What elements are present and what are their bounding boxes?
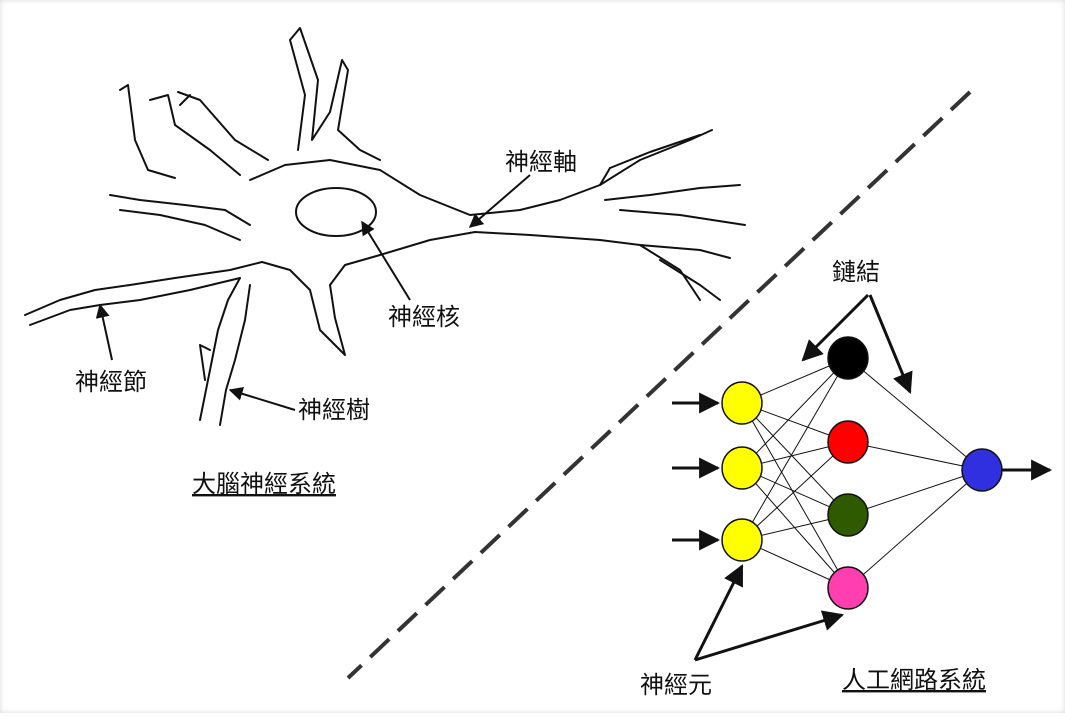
input-node-2 [722,447,762,489]
nucleus-arrow [362,222,410,300]
dendrite-arrow [230,390,295,410]
dendrite-lower [200,278,250,425]
dendrite-upper-left [120,85,268,178]
hidden-node-2 [828,421,868,463]
output-node [962,449,1002,491]
nucleus [296,188,376,236]
nucleus-label: 神經核 [388,303,460,331]
input-node-1 [722,382,762,424]
network-connections [742,358,982,588]
neuron-element-arrows [695,566,842,660]
hidden-node-3 [828,494,868,536]
network-system-title: 人工網路系統 [842,666,986,694]
neuron-arrows [100,175,530,410]
cell-body [250,160,700,355]
axon-arrow [470,175,530,227]
hidden-node-1 [828,337,868,379]
neurons-label: 神經元 [640,671,712,699]
dendrite-label: 神經樹 [298,396,370,424]
axon-label: 神經軸 [505,148,577,176]
dashed-divider [348,92,970,678]
dendrite-top [290,28,380,160]
links-label: 鏈結 [832,258,880,286]
axon-terminals [600,130,745,300]
brain-system-title: 大腦神經系統 [192,470,336,498]
input-node-3 [722,519,762,561]
node-label: 神經節 [75,368,147,396]
network-nodes [722,337,1002,609]
dendrite-lower-left [25,262,262,325]
node-arrow [100,305,112,360]
dendrite-left [110,195,250,240]
hidden-node-4 [828,567,868,609]
neuron-drawing [25,28,745,425]
